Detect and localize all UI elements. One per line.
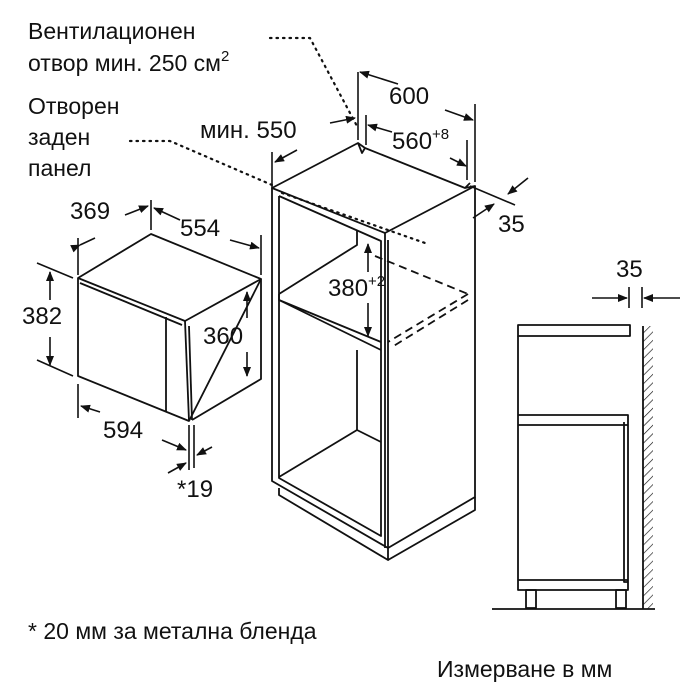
dim-380: 380+2 [328, 274, 385, 302]
dim-560: 560+8 [392, 127, 449, 155]
units-note: Измерване в мм [437, 656, 613, 682]
vent-label-text: отвор мин. 250 см [28, 50, 221, 76]
panel-label-line3: панел [28, 155, 92, 181]
panel-label-line2: заден [28, 124, 91, 150]
side-view [492, 324, 655, 610]
vent-leader-line [268, 36, 360, 130]
vent-label-superscript: 2 [220, 48, 230, 65]
dim-35-side: 35 [616, 256, 643, 283]
dim-360: 360 [203, 323, 244, 350]
dim-560-value: 560 [392, 128, 433, 155]
dim-380-tolerance: +2 [368, 273, 386, 290]
dim-35-top: 35 [498, 211, 525, 238]
dim-min-550: мин. 550 [200, 117, 297, 144]
dim-554: 554 [180, 215, 221, 242]
footnote: * 20 мм за метална бленда [28, 618, 317, 644]
dim-19: *19 [177, 476, 214, 503]
tall-cabinet [271, 142, 476, 561]
panel-label-line1: Отворен [28, 93, 120, 119]
panel-leader-line [128, 139, 274, 187]
wall-hatch [643, 326, 653, 609]
dim-380-value: 380 [328, 275, 369, 302]
dim-560-tolerance: +8 [432, 126, 450, 143]
microwave [77, 233, 262, 422]
dim-600: 600 [389, 83, 430, 110]
dim-594: 594 [103, 417, 144, 444]
dim-369: 369 [70, 198, 111, 225]
vent-label-line1: Вентилационен [28, 18, 196, 44]
niche-dashed-outline [374, 255, 469, 348]
vent-label-line2: отвор мин. 250 см2 [28, 49, 229, 76]
dim-382: 382 [22, 303, 63, 330]
